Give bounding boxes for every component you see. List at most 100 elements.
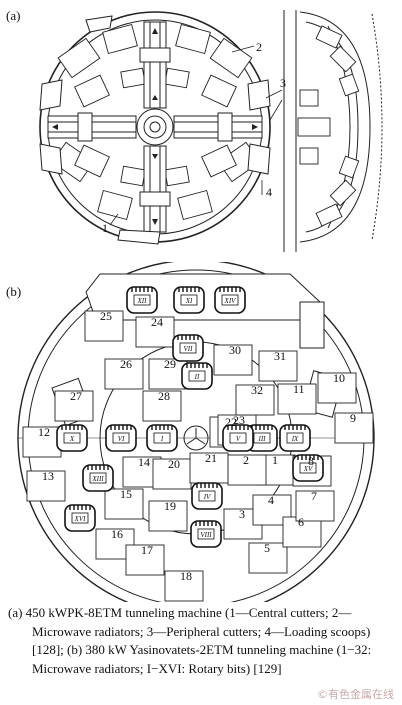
rotary-bit-hub <box>253 432 271 444</box>
radiator-block-26 <box>104 358 144 390</box>
callout-2: 2 <box>256 40 262 54</box>
caption-text: (a) 450 kWPK-8ETM tunneling machine (1—C… <box>8 605 372 676</box>
radiator-number-21: 21 <box>205 451 217 465</box>
rotary-bit-numeral: IV <box>203 493 211 501</box>
callout-4: 4 <box>266 185 272 199</box>
radiator-number-16: 16 <box>111 527 123 541</box>
radiator-block-27 <box>54 390 94 422</box>
rotary-bit-XIII: XIII <box>82 464 114 492</box>
rotary-bit-numeral: III <box>258 435 267 443</box>
rotary-bit-hub <box>229 432 247 444</box>
figure-caption: (a) 450 kWPK-8ETM tunneling machine (1—C… <box>4 604 398 678</box>
central-cutter-triangles <box>52 28 258 225</box>
radiator-block-6 <box>282 516 322 548</box>
rotary-bit-XVI: XVI <box>64 504 96 532</box>
rotary-bit-XIV: XIV <box>214 286 246 314</box>
radiator-number-12: 12 <box>38 425 50 439</box>
rotary-bit-numeral: XV <box>303 465 313 473</box>
radiator-number-29: 29 <box>164 357 176 371</box>
rotary-bit-numeral: IX <box>291 435 299 443</box>
rotary-bit-VIII: VIII <box>190 520 222 548</box>
radiator-block-32 <box>235 384 275 416</box>
rotary-bit-numeral: I <box>160 435 164 443</box>
radiator-number-6: 6 <box>298 515 304 529</box>
radiator-number-27: 27 <box>70 389 82 403</box>
panel-label-b: (b) <box>6 284 21 299</box>
radiator-number-5: 5 <box>264 541 270 555</box>
radiator-number-15: 15 <box>120 487 132 501</box>
radiator-block-17 <box>125 544 165 576</box>
rotary-bit-XI: XI <box>173 286 205 314</box>
radiator-block-20 <box>152 458 192 490</box>
callout-1: 1 <box>102 221 108 235</box>
centre-hub <box>183 425 209 451</box>
radiator-number-10: 10 <box>333 371 345 385</box>
rotary-bit-hub <box>286 432 304 444</box>
rotary-bit-hub <box>133 294 151 306</box>
radiator-block-21 <box>189 452 229 484</box>
rotary-bit-numeral: VII <box>184 345 194 353</box>
rotary-bit-numeral: II <box>194 373 200 381</box>
radiator-number-26: 26 <box>120 357 132 371</box>
leader-lines-a <box>109 45 283 226</box>
rotary-bit-V: V <box>222 424 254 452</box>
cross-arms <box>47 21 263 233</box>
rotary-bit-IX: IX <box>279 424 311 452</box>
rotary-bit-numeral: VI <box>118 435 125 443</box>
radiator-number-24: 24 <box>151 315 163 329</box>
rotary-bit-XV: XV <box>292 454 324 482</box>
radiator-block-12 <box>22 426 62 458</box>
rotary-bit-hub <box>89 472 107 484</box>
radiator-block-28 <box>142 390 182 422</box>
watermark-text: ©有色金属在线 <box>317 688 394 701</box>
rotary-bit-numeral: XII <box>137 297 148 305</box>
radiator-block-10 <box>317 372 357 404</box>
radiator-number-32: 32 <box>251 383 263 397</box>
radiator-block-9 <box>334 412 374 444</box>
figure-a-diagram: (a) <box>6 8 383 252</box>
radiator-number-30: 30 <box>229 343 241 357</box>
rotary-bit-II: II <box>181 362 213 390</box>
figure-b-diagram: (b) IIIIIIIVVVIVIIVIIIIXXXIXIIXIIIXIVXVX… <box>6 262 375 602</box>
rotary-bit-numeral: X <box>69 435 75 443</box>
radiator-block-18 <box>164 570 204 602</box>
radiator-block-5 <box>248 542 288 574</box>
radiator-block-13 <box>26 470 66 502</box>
radiator-number-14: 14 <box>138 455 150 469</box>
radiator-number-17: 17 <box>141 543 153 557</box>
radiator-number-25: 25 <box>100 309 112 323</box>
radiator-number-1: 1 <box>272 453 278 467</box>
radiator-number-31: 31 <box>274 349 286 363</box>
radiator-number-11: 11 <box>293 382 305 396</box>
rotary-bit-numeral: V <box>236 435 241 443</box>
radiator-block-24 <box>135 316 175 348</box>
rotary-bit-hub <box>188 370 206 382</box>
rotary-bit-I: I <box>146 424 178 452</box>
rotary-bit-numeral: XIII <box>91 475 104 483</box>
radiator-number-9: 9 <box>350 411 356 425</box>
rotary-bit-numeral: XVI <box>74 515 87 523</box>
radiator-block-19 <box>148 500 188 532</box>
radiator-block-7 <box>295 490 335 522</box>
radiator-number-19: 19 <box>164 499 176 513</box>
rotary-bit-X: X <box>56 424 88 452</box>
radiator-number-2: 2 <box>243 453 249 467</box>
rotary-bit-hub <box>153 432 171 444</box>
radiator-number-8: 8 <box>308 454 314 468</box>
callout-3: 3 <box>280 76 286 90</box>
loading-scoops <box>39 15 271 245</box>
radiator-number-3: 3 <box>239 507 245 521</box>
rotary-bit-hub <box>198 490 216 502</box>
radiator-number-18: 18 <box>180 569 192 583</box>
panel-label-a: (a) <box>6 8 20 23</box>
radiator-number-7: 7 <box>311 489 317 503</box>
rotary-bit-VII: VII <box>172 334 204 362</box>
radiator-block-29 <box>148 358 188 390</box>
radiator-number-4: 4 <box>268 493 274 507</box>
radiator-number-20: 20 <box>168 457 180 471</box>
radiator-block-31 <box>258 350 298 382</box>
rotary-bit-numeral: XI <box>185 297 193 305</box>
rotary-bit-numeral: XIV <box>224 297 237 305</box>
